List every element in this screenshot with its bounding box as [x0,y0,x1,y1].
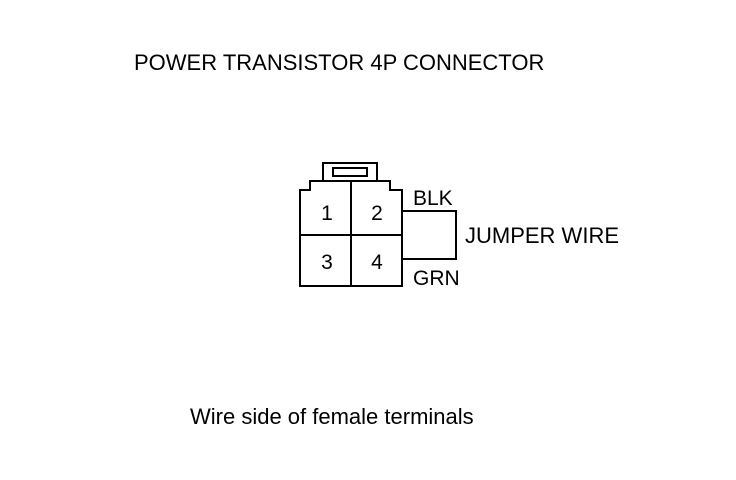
terminal-4: 4 [371,251,383,274]
locking-tab-slot [332,167,368,177]
housing-outline [299,180,403,287]
diagram-title: POWER TRANSISTOR 4P CONNECTOR [134,50,545,75]
wire-label-blk: BLK [413,187,453,210]
jumper-wire-label: JUMPER WIRE [465,223,619,248]
terminal-3: 3 [321,251,333,274]
terminal-1: 1 [321,202,333,225]
locking-tab [322,162,378,182]
terminal-2: 2 [371,202,383,225]
connector-housing [299,162,403,287]
wire-label-grn: GRN [413,267,460,290]
jumper-wire [402,210,457,260]
diagram-caption: Wire side of female terminals [190,404,474,429]
